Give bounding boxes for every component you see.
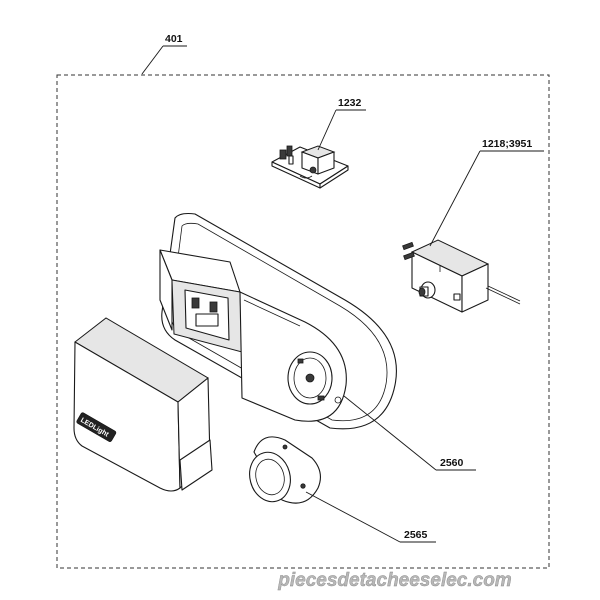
- led-light-cover: LEDLight: [73, 317, 213, 492]
- part-1218-3951-thermostat: [402, 239, 521, 313]
- part-2565-label: 2565: [404, 529, 428, 541]
- part-1218-3951-callout: 1218;3951: [429, 138, 544, 247]
- assembly-callout: 401: [141, 33, 187, 75]
- part-1232-label: 1232: [338, 97, 362, 109]
- part-2560-callout: 2560: [343, 395, 476, 471]
- part-2565-knob: [249, 436, 321, 504]
- watermark: piecesdetacheeselec.com: [277, 570, 512, 591]
- part-2560-label: 2560: [440, 457, 464, 469]
- part-1218-3951-label: 1218;3951: [482, 138, 532, 150]
- part-2560-lamp-housing: [159, 212, 397, 430]
- assembly-label: 401: [165, 33, 183, 45]
- assembly-frame: [56, 74, 550, 569]
- part-2565-callout: 2565: [305, 491, 436, 543]
- part-1232-callout: 1232: [317, 97, 366, 151]
- part-1232-circuit-board: [271, 145, 349, 189]
